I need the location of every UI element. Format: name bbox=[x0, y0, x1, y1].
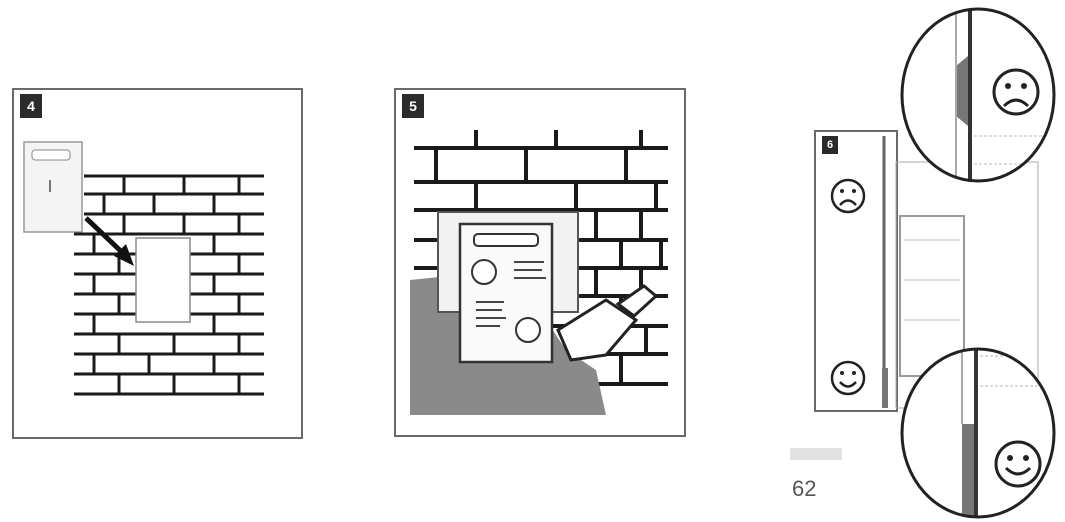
sad-face-icon bbox=[830, 178, 866, 214]
step-5-panel: 5 bbox=[394, 88, 686, 437]
step-6-badge: 6 bbox=[822, 136, 838, 154]
step-6-illustration bbox=[830, 136, 888, 408]
step-4-illustration bbox=[23, 141, 264, 396]
step-4-panel: 4 bbox=[12, 88, 303, 439]
magnifier-incorrect bbox=[898, 6, 1058, 184]
step-6-panel: 6 bbox=[814, 130, 898, 412]
sad-face-icon bbox=[992, 68, 1040, 116]
step-5-illustration bbox=[410, 130, 668, 415]
magnifier-correct bbox=[898, 346, 1058, 520]
page-number: 62 bbox=[792, 476, 817, 501]
step-5-badge: 5 bbox=[402, 94, 424, 118]
happy-face-icon bbox=[830, 360, 866, 396]
step-4-badge: 4 bbox=[20, 94, 42, 118]
page-tab bbox=[790, 448, 842, 460]
happy-face-icon bbox=[994, 440, 1042, 488]
